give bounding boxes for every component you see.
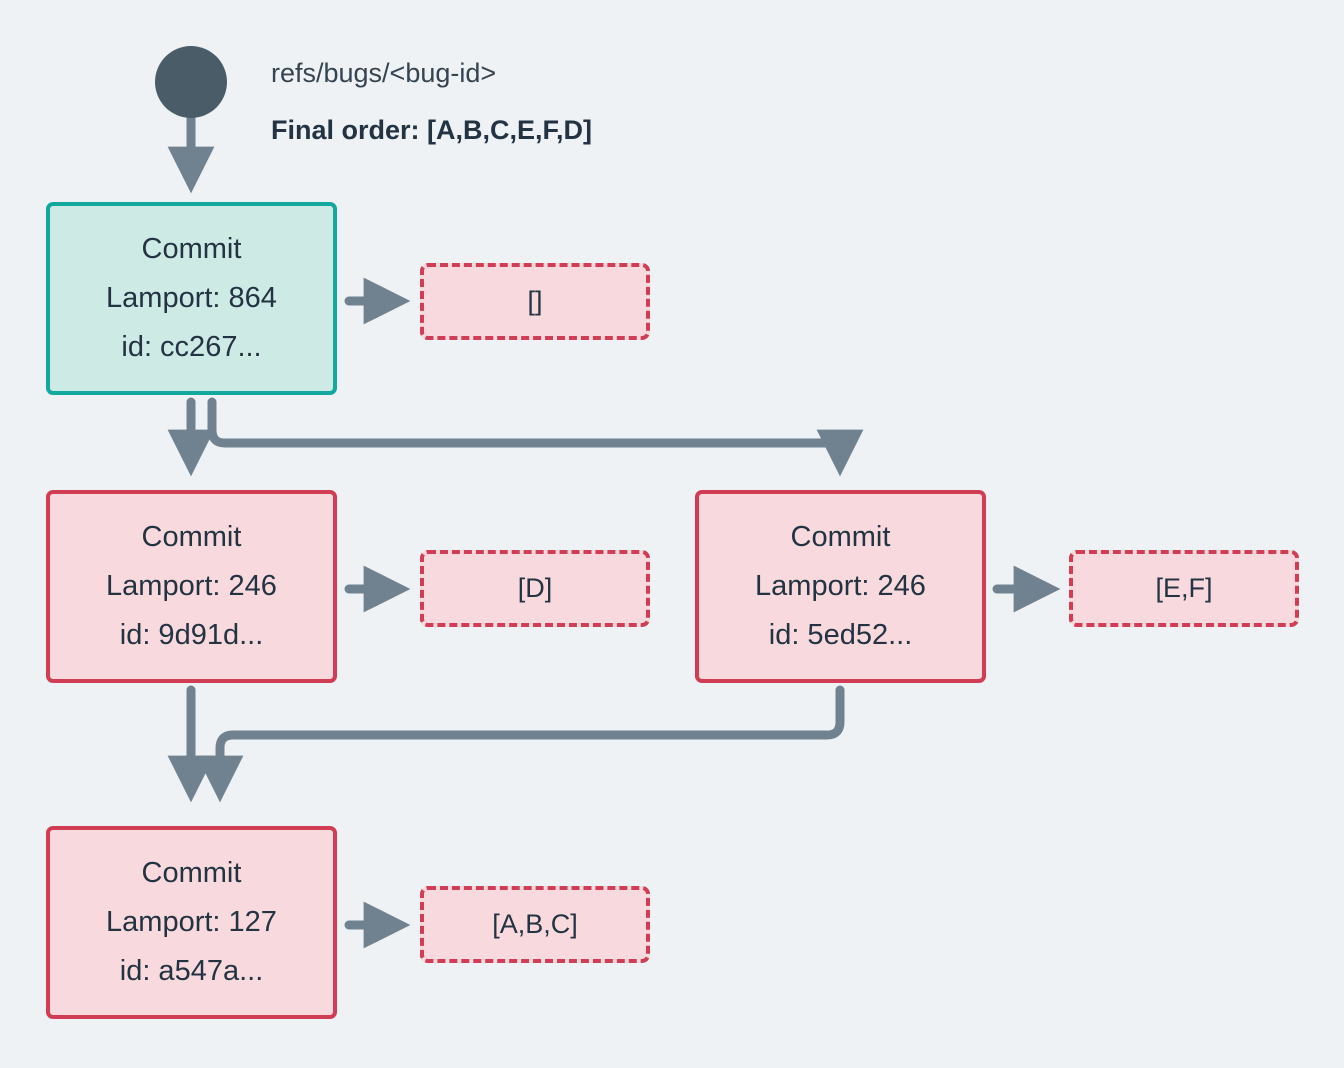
note-node-cc267[interactable]: [] — [420, 263, 650, 340]
note-text: [A,B,C] — [492, 909, 578, 939]
edge-cc267-to-5ed52 — [207, 397, 864, 477]
ref-path-label: refs/bugs/<bug-id> — [271, 58, 497, 88]
commit-node-a547a[interactable]: Commit Lamport: 127 id: a547a... — [46, 826, 337, 1019]
commit-node-cc267[interactable]: Commit Lamport: 864 id: cc267... — [46, 202, 337, 395]
note-node-9d91d[interactable]: [D] — [420, 550, 650, 627]
commit-lamport: Lamport: 864 — [106, 282, 277, 314]
commit-title: Commit — [790, 521, 891, 553]
final-order-label: Final order: [A,B,C,E,F,D] — [271, 115, 593, 145]
commit-hash: id: 9d91d... — [119, 619, 264, 651]
commit-lamport: Lamport: 246 — [755, 570, 926, 602]
commit-hash: id: 5ed52... — [768, 619, 913, 651]
commit-node-5ed52[interactable]: Commit Lamport: 246 id: 5ed52... — [695, 490, 986, 683]
edge-5ed52-to-a547a — [196, 685, 845, 803]
commit-hash: id: a547a... — [119, 955, 264, 987]
commit-lamport: Lamport: 127 — [106, 906, 277, 938]
note-text: [D] — [517, 573, 553, 603]
start-node[interactable] — [155, 46, 227, 118]
commit-hash: id: cc267... — [121, 331, 262, 363]
commit-lamport: Lamport: 246 — [106, 570, 277, 602]
note-node-5ed52[interactable]: [E,F] — [1069, 550, 1299, 627]
commit-title: Commit — [141, 857, 242, 889]
note-node-a547a[interactable]: [A,B,C] — [420, 886, 650, 963]
commit-title: Commit — [141, 521, 242, 553]
note-text: [E,F] — [1155, 573, 1213, 603]
commit-node-9d91d[interactable]: Commit Lamport: 246 id: 9d91d... — [46, 490, 337, 683]
note-text: [] — [527, 286, 543, 316]
commit-title: Commit — [141, 233, 242, 265]
